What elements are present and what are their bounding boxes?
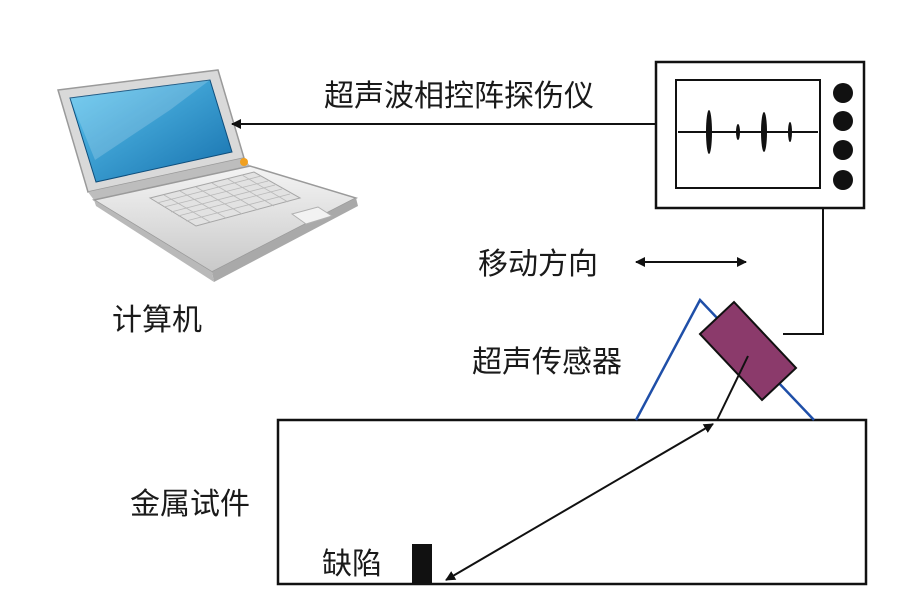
echo-path-arrow xyxy=(445,423,714,581)
laptop-icon xyxy=(57,69,358,282)
knob-3-icon xyxy=(833,140,853,160)
sensor-label: 超声传感器 xyxy=(472,345,622,380)
direction-label: 移动方向 xyxy=(478,247,598,282)
power-light-icon xyxy=(240,158,248,166)
sensor-cable xyxy=(783,208,824,335)
knob-1-icon xyxy=(833,83,853,103)
waveform-pulses xyxy=(706,110,792,154)
beam-line xyxy=(716,355,749,421)
computer-label: 计算机 xyxy=(112,303,202,338)
instrument-label: 超声波相控阵探伤仪 xyxy=(324,79,594,114)
touchpad-icon xyxy=(290,206,334,225)
flaw-detector-instrument xyxy=(654,60,866,210)
knob-2-icon xyxy=(833,111,853,131)
instrument-display xyxy=(675,79,821,189)
knob-4-icon xyxy=(833,170,853,190)
keyboard-icon xyxy=(148,171,302,227)
ultrasonic-sensor xyxy=(698,300,798,402)
defect-label: 缺陷 xyxy=(322,547,382,582)
specimen-label: 金属试件 xyxy=(130,487,250,522)
defect-mark xyxy=(412,544,432,584)
